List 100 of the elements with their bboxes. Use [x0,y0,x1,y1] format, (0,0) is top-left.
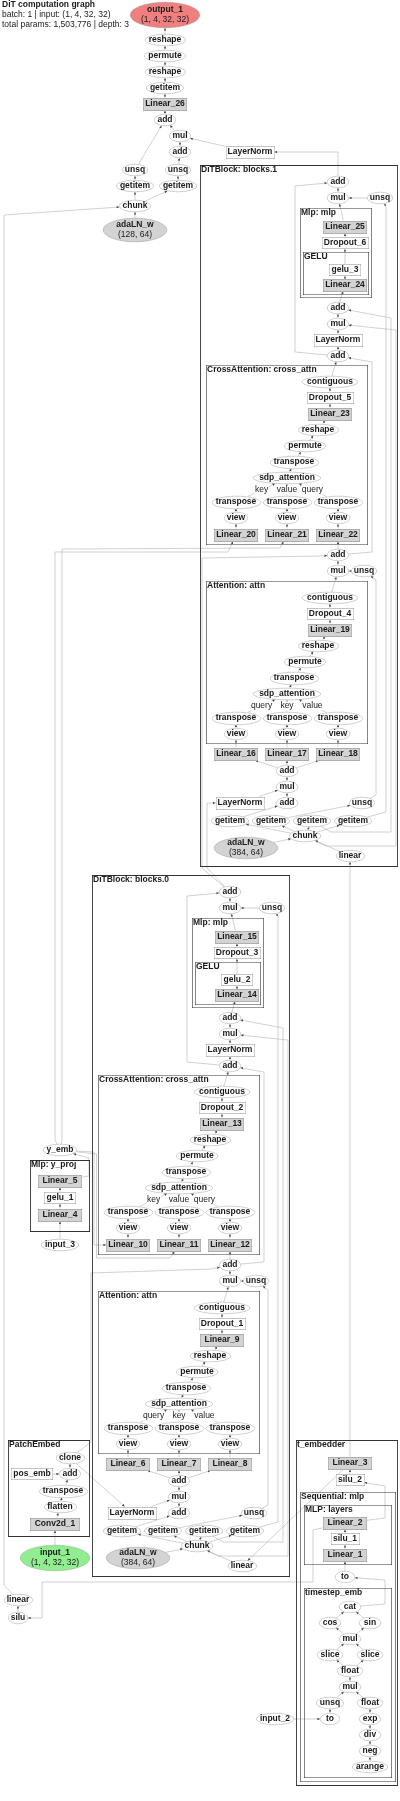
arrow [348,569,352,573]
node-title: adaLN_w [119,1548,157,1558]
operation-node [154,1205,204,1219]
node-title: mul [342,1682,358,1692]
node-title: Linear_10 [108,1240,148,1250]
node-title: Linear_4 [42,1210,78,1220]
operation-node [145,1182,213,1194]
edge-label: key [280,701,294,711]
arrow [240,1279,244,1283]
output-node [130,2,200,28]
node-title: mul [342,1634,358,1644]
arrow [336,346,340,351]
node-title: reshape [148,67,182,77]
arrow [163,61,167,67]
group-title: GELU [196,962,220,973]
arrow [68,1463,72,1469]
arrow [177,1486,181,1492]
node-title: clone [58,1453,82,1463]
parameter-node [106,1547,170,1569]
arrow [336,508,340,513]
arrow [126,1218,130,1223]
module-group [30,1160,90,1232]
node-title: y_emb [46,1145,74,1155]
operation-node [335,1571,355,1583]
node-title: arange [356,1762,384,1772]
node-title: add [222,1013,238,1023]
arrow [298,451,302,456]
node-title: getitem [214,816,246,826]
operation-node [297,640,339,652]
operation-node [262,711,312,725]
node-title: add [62,1469,78,1479]
node-title: reshape [193,1351,227,1361]
node-detail: (1, 4, 32, 32) [30,1558,80,1568]
node-title: getitem [229,1526,261,1536]
operation-node [313,495,363,509]
operation-node [144,66,186,78]
node-title: sdp_attention [259,689,315,699]
operation-node [211,711,261,725]
edge-label: query [142,1411,165,1421]
node-title: Linear_24 [325,280,365,290]
operation-node [176,1366,218,1378]
node-title: transpose [266,713,308,723]
arrow [328,387,332,393]
node-title: sdp_attention [151,1399,207,1409]
node-title: unsq [167,165,189,175]
arrow [126,1434,130,1439]
operation-node [284,656,326,668]
module-group [195,962,261,1005]
arrow [328,1708,332,1714]
operation-node [205,1205,255,1219]
input-node [20,1545,90,1571]
node-title: unsq [351,798,373,808]
arrow [336,523,340,529]
node-title: Linear_16 [216,749,256,759]
group-title: DiTBlock: blocks.0 [93,875,170,886]
node-title: flatten [47,1502,73,1512]
module-group [200,165,398,867]
arrow [285,724,289,729]
node-title: transpose [273,673,315,683]
operation-node [320,1713,340,1725]
node-title: transpose [215,713,257,723]
group-title: Mlp: mlp [301,208,336,219]
node-title: slice [360,1650,380,1660]
node-title: Linear_17 [267,749,307,759]
arrow [228,1056,232,1061]
node-title: pos_emb [13,1469,51,1479]
node-title: permute [148,51,182,61]
node-title: mul [222,1276,238,1286]
node-title: add [330,550,346,560]
node-title: sdp_attention [259,473,315,483]
operation-node [269,455,319,469]
node-title: linear [230,1561,254,1571]
operation-node [176,1150,218,1162]
node-title: div [363,1730,377,1740]
arrow [177,1218,181,1223]
node-title: Linear_1 [327,1550,363,1560]
group-title: timestep_emb [305,1588,363,1599]
group-title: Attention: attn [99,1291,158,1302]
operation-node [302,592,358,604]
edge-label: value [276,485,298,495]
operation-node [269,671,319,685]
node-title: Linear_21 [267,530,307,540]
arrow [220,1097,224,1103]
arrow [163,93,167,98]
node-title: transpose [158,1207,200,1217]
node-title: transpose [165,1167,207,1177]
node-title: Linear_20 [216,530,256,540]
node-title: mul [330,566,346,576]
node-title: unsq [319,1698,341,1708]
node-title: gelu_1 [46,1193,74,1203]
node-title: add [330,177,346,187]
node-title: Linear_9 [204,1335,240,1345]
operation-node [359,1617,381,1629]
node-title: mul [279,782,295,792]
node-title: Linear_3 [332,1458,368,1468]
node-title: silu [10,1613,26,1623]
arrow [56,1512,59,1518]
edge-label: key [254,485,269,495]
node-title: chunk [184,1541,210,1551]
node-title: Linear_5 [42,1176,78,1186]
